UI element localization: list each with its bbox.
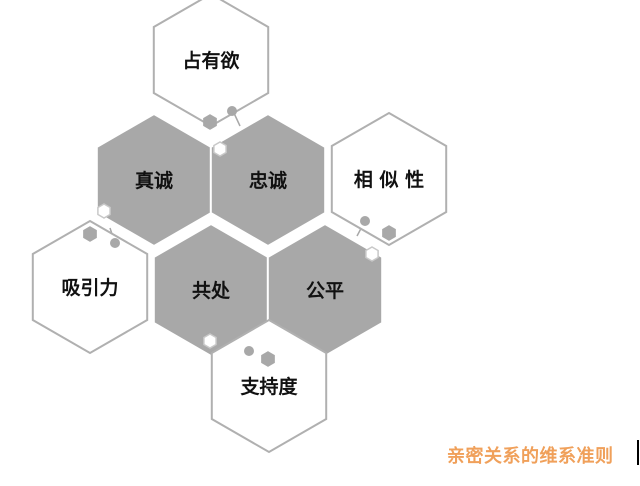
- hexagon-loyalty: 忠诚: [209, 112, 327, 248]
- hexagon-label: 支持度: [239, 375, 298, 398]
- connector-hex-node: [365, 246, 379, 262]
- hexagon-shape: [330, 111, 448, 247]
- diagram-caption: 亲密关系的维系准则: [447, 446, 614, 467]
- hexagon-label: 相 似 性: [354, 168, 424, 191]
- connector-dot: [227, 106, 237, 116]
- connector-hex-node: [83, 226, 97, 242]
- hexagon-label: 公平: [306, 280, 344, 302]
- nodes-layer: [83, 106, 396, 367]
- hexagon-label: 吸引力: [61, 276, 118, 299]
- hexagon-label: 真诚: [135, 169, 173, 192]
- hexagon-similarity: 相 似 性: [330, 111, 448, 247]
- connector-hex-node: [97, 203, 111, 219]
- hexagon-shape: [209, 112, 327, 248]
- hexagon-possessiveness: 占有欲: [152, 0, 270, 128]
- hexagon-shape: [31, 219, 149, 355]
- connector-hex-node: [261, 351, 275, 367]
- hexagon-attraction: 吸引力: [31, 219, 149, 355]
- connector-hex-node: [203, 333, 217, 349]
- connector-hex-node: [213, 141, 227, 157]
- text-cursor: [637, 440, 639, 465]
- connector-hex-node: [203, 114, 217, 130]
- hexagon-label: 忠诚: [249, 170, 287, 192]
- hexagon-label: 共处: [192, 279, 231, 302]
- connector-dot: [110, 238, 120, 248]
- hexagon-label: 占有欲: [182, 49, 239, 72]
- connector-dot: [244, 346, 254, 356]
- connector-hex-node: [382, 225, 396, 241]
- hexagon-sincerity: 真诚: [95, 112, 213, 248]
- hexagon-support: 支持度: [210, 318, 328, 454]
- hexagon-shape: [210, 318, 328, 454]
- connector-dot: [360, 216, 370, 226]
